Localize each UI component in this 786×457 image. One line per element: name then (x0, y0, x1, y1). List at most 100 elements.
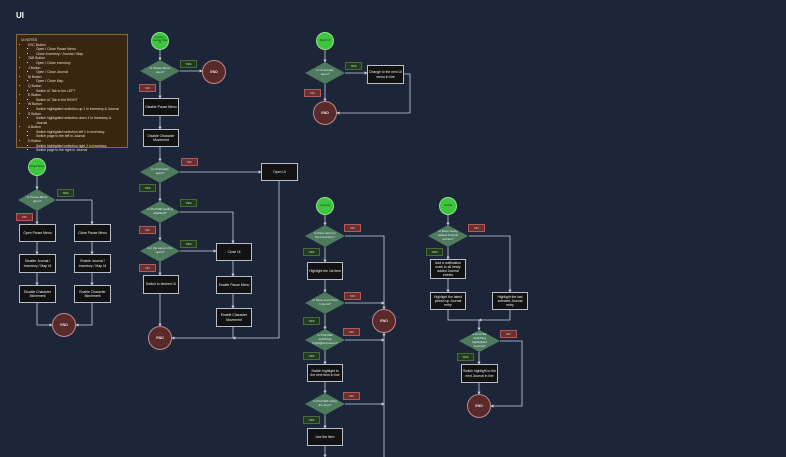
notes-subitem: Switch UI Tab to the RIGHT (36, 98, 123, 103)
process-enable-movement: Enable Character Movement (74, 285, 111, 303)
process-open-ui: Open UI (261, 163, 298, 181)
yes-label: YES (457, 353, 474, 361)
no-label: NO (139, 226, 156, 234)
notes-item: D ButtonSwitch highlighted selection rig… (28, 139, 123, 153)
notes-subitem: Close Inventory / Journal / Map (36, 52, 123, 57)
process-switch-next-journal: Switch highlight to the next Journal in … (461, 364, 498, 383)
end-node: END (372, 309, 396, 333)
decision-new-entries: Is there newly added Journal entries? (428, 225, 468, 247)
start-node-switch: Switch UI (316, 32, 334, 50)
decision-ui-open: Is UI already open? (140, 161, 180, 183)
process-switch-ui: Switch to desired UI (143, 275, 179, 294)
process-enable-pause: Enable Pause Menu (216, 276, 252, 294)
notes-item: TAB ButtonOpen / Close Inventory (28, 56, 123, 65)
yes-label: YES (426, 248, 443, 256)
notes-subitem: Switch highlighted selection left 1 in I… (36, 130, 123, 135)
decision-items: Is there items in the Inventory? (305, 225, 345, 247)
yes-label: YES (303, 248, 320, 256)
process-disable-movement: Disable Character Movement (143, 129, 179, 147)
no-label: NO (468, 224, 485, 232)
notes-item-label: S Button (28, 111, 42, 116)
no-label: NO (181, 158, 198, 166)
end-node: END (148, 326, 172, 350)
yes-label: YES (303, 352, 320, 360)
notes-item-label: W Button (28, 102, 42, 107)
start-node-ui: Inventory / Journal / Map UI (151, 32, 169, 50)
process-switch-next-item: Switch highlight to the next item in lin… (307, 364, 343, 382)
no-label: NO (343, 328, 360, 336)
process-enable-ui: Enable Journal / Inventory / Map UI (74, 254, 111, 273)
process-enable-movement: Enable Character Movement (216, 308, 252, 327)
decision-pause-open: Is Pause Menu open? (18, 189, 56, 211)
board-title: UI (16, 11, 24, 20)
process-close-pause-menu: Close Pause Menu (74, 224, 111, 242)
process-next-menu: Change to the next UI menu in line (367, 65, 404, 84)
notes-item: J ButtonOpen / Close Journal (28, 66, 123, 75)
notes-item: M ButtonOpen / Close Map (28, 75, 123, 84)
process-highlight-latest: Highlight the latest picked up Journal e… (430, 292, 466, 310)
decision-switching-items: Is PLAYER switching highlighted items? (305, 329, 345, 351)
notes-item: Q ButtonSwitch UI Tab to the LEFT (28, 84, 123, 93)
decision-switching-journal: Is PLAYER switching highlighted Journal? (459, 330, 500, 352)
process-add-notification: Add a notification mark to all newly add… (430, 259, 466, 279)
notes-subitem: Switch highlighted selection down 1 in I… (36, 116, 123, 125)
decision-attacked: Is PLAYER getting attacked? (140, 201, 180, 223)
end-node: END (52, 313, 76, 337)
no-label: NO (344, 224, 361, 232)
end-node: END (313, 101, 337, 125)
notes-subitem: Open / Close Pause Menu (36, 47, 123, 52)
yes-label: YES (57, 189, 74, 197)
notes-item: W ButtonSwitch highlighted selection up … (28, 102, 123, 111)
yes-label: YES (180, 240, 197, 248)
no-label: NO (304, 89, 321, 97)
notes-subitem: Switch page to the left in Journal (36, 134, 123, 139)
no-label: NO (343, 392, 360, 400)
notes-item-label: J Button (28, 65, 41, 70)
notes-item: E ButtonSwitch UI Tab to the RIGHT (28, 93, 123, 102)
notes-subitem: Open / Close Inventory (36, 61, 123, 66)
notes-subitem: Switch page to the right in Journal (36, 148, 123, 153)
notes-subitem: Open / Close Journal (36, 70, 123, 75)
start-node-journal: Journal (439, 197, 457, 215)
start-node-pause: Escape Button (28, 158, 46, 176)
end-node: END (202, 60, 226, 84)
notes-item-label: D Button (28, 139, 42, 144)
notes-item-label: M Button (28, 74, 42, 79)
notes-subitem: Switch highlighted selection right 1 in … (36, 144, 123, 149)
yes-label: YES (139, 184, 156, 192)
decision-same-ui: Is it the same UI is open? (140, 240, 180, 262)
notes-subitem: Switch highlighted selection up 1 in Inv… (36, 107, 123, 112)
process-open-pause-menu: Open Pause Menu (19, 224, 56, 242)
decision-ui-open: Is UI already open? (305, 62, 345, 84)
notes-item-label: A Button (28, 125, 41, 130)
process-highlight-first: Highlight the 1st item (307, 262, 343, 280)
notes-item-label: E Button (28, 93, 42, 98)
no-label: NO (16, 213, 33, 221)
no-label: NO (344, 292, 361, 300)
notes-item-label: ESC Button (28, 42, 46, 47)
yes-label: YES (345, 62, 362, 70)
process-disable-movement: Disable Character Movement (19, 285, 56, 303)
start-node-inventory: Inventory (316, 197, 334, 215)
yes-label: YES (180, 199, 197, 207)
ui-notes-panel: UI NOTES ESC ButtonOpen / Close Pause Me… (16, 34, 128, 152)
process-highlight-last: Highlight the last selected Journal entr… (492, 292, 528, 310)
process-disable-pause: Disable Pause Menu (143, 98, 179, 116)
end-node: END (467, 394, 491, 418)
yes-label: YES (303, 416, 320, 424)
notes-item-label: Q Button (28, 83, 42, 88)
no-label: NO (139, 84, 156, 92)
process-use-item: Use the item (307, 428, 343, 446)
no-label: NO (139, 264, 156, 272)
process-disable-ui: Disable Journal / Inventory / Map UI (19, 254, 56, 273)
notes-item: S ButtonSwitch highlighted selection dow… (28, 112, 123, 126)
notes-subitem: Switch UI Tab to the LEFT (36, 89, 123, 94)
decision-more-items: Is there more than 1 items? (305, 292, 345, 314)
decision-using-item: Is PLAYER using the item? (305, 393, 345, 415)
decision-pause-open: Is Pause Menu open? (140, 60, 180, 82)
yes-label: YES (303, 317, 320, 325)
no-label: NO (500, 330, 517, 338)
